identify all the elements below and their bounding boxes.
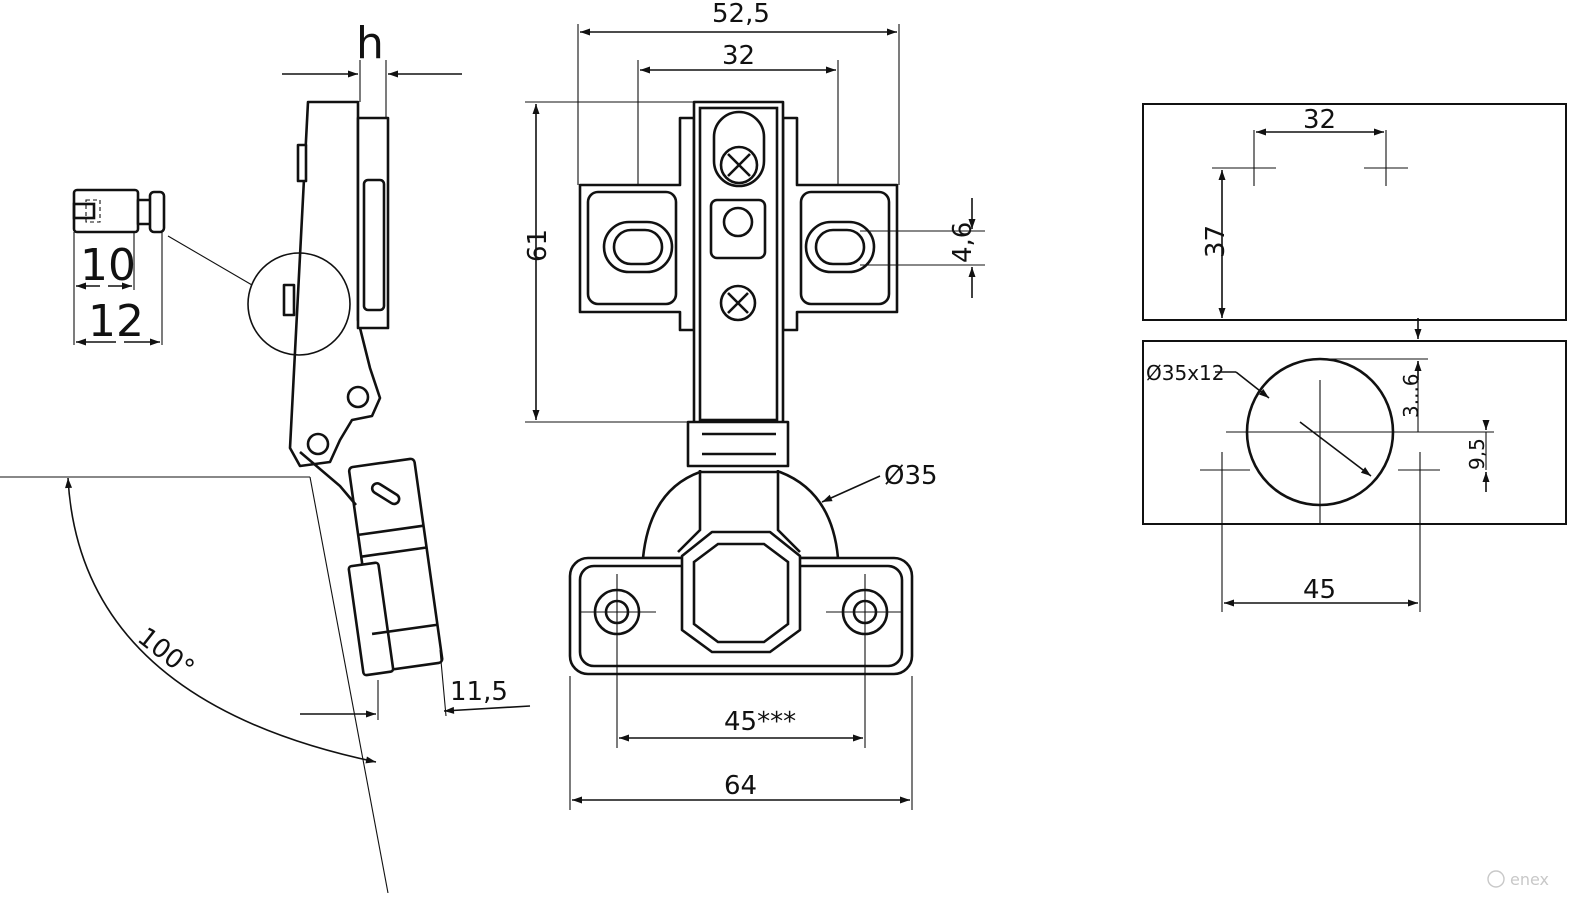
front-view: 52,5 32 61 4,6: [523, 0, 985, 810]
dim-d35-front: Ø35: [884, 461, 938, 491]
dim-45-drill: 45: [1303, 575, 1336, 605]
dim-10: 10: [80, 240, 136, 291]
dim-12: 12: [88, 296, 144, 347]
drilling-pattern: 32 37 Ø35x12 3...6 9,5 45: [1142, 103, 1567, 612]
dim-37: 37: [1201, 225, 1231, 258]
side-view: 100° h 11,5: [0, 18, 531, 894]
dim-52-5: 52,5: [712, 0, 770, 29]
dim-cup-drill: Ø35x12: [1146, 361, 1224, 385]
cabinet-side-panel: [1142, 103, 1567, 321]
hinge-knuckle: [686, 420, 790, 468]
dim-32-drill: 32: [1303, 105, 1336, 135]
angle-label: 100°: [132, 622, 200, 684]
detail-circle: [247, 252, 351, 356]
dim-32-front: 32: [722, 41, 755, 71]
cam-screw-detail: 10 12: [72, 188, 166, 347]
dim-64: 64: [724, 771, 757, 801]
watermark-text: enex: [1510, 870, 1549, 889]
dim-45-front: 45***: [724, 707, 796, 737]
dim-9-5: 9,5: [1465, 438, 1489, 470]
dim-3-6: 3...6: [1399, 373, 1423, 418]
door-panel: [1142, 340, 1567, 525]
angle-arc: [65, 477, 377, 764]
dim-61: 61: [523, 229, 553, 262]
dim-4-6: 4,6: [948, 222, 978, 263]
dim-11-5: 11,5: [450, 677, 508, 707]
h-label: h: [356, 18, 384, 69]
watermark: enex: [1487, 870, 1549, 889]
